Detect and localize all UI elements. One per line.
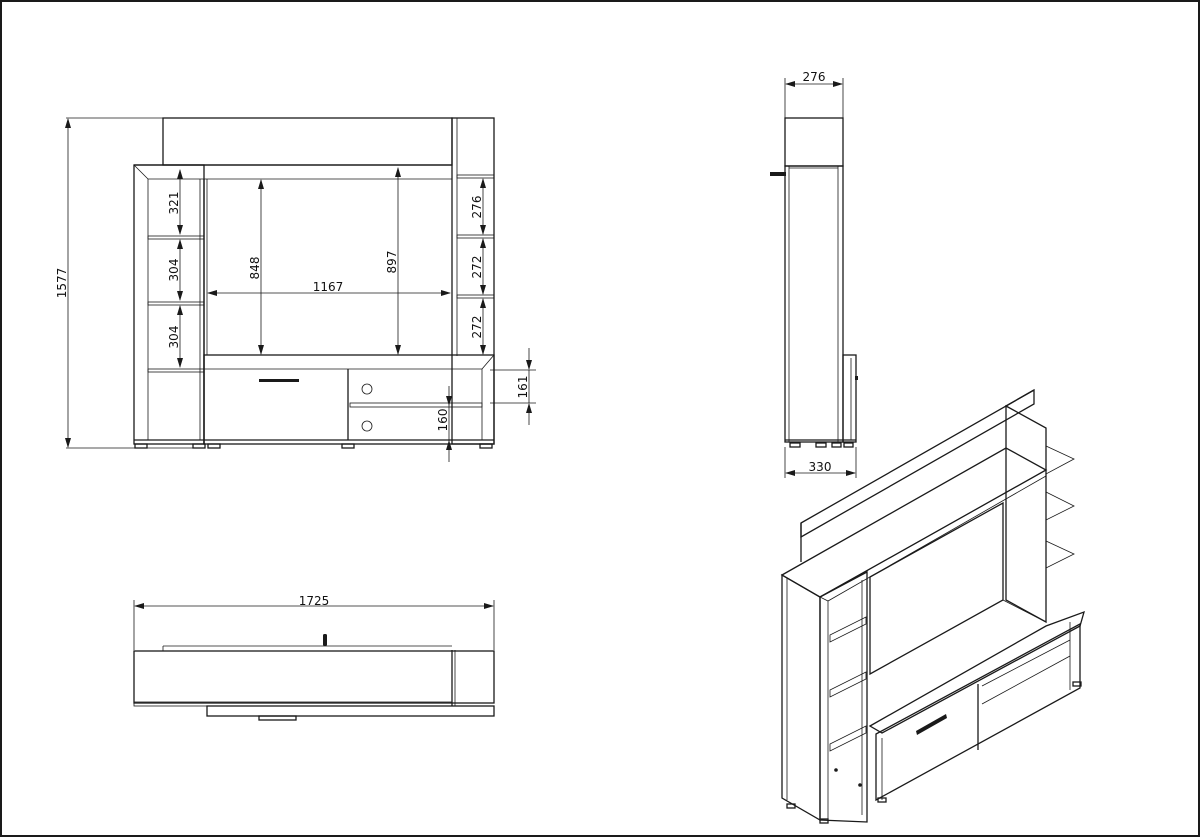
dim-top-depth: 276: [803, 70, 826, 84]
dim-overall-height: 1577: [55, 268, 69, 299]
dim-center-height-right: 897: [385, 251, 399, 274]
dim-drawer-lower: 160: [436, 409, 450, 432]
dim-overall-width: 1725: [299, 594, 330, 608]
dim-base-depth: 330: [809, 460, 832, 474]
dim-left-shelf-3: 304: [167, 326, 181, 349]
top-view: 1725: [133, 594, 495, 721]
dim-right-shelf-1: 276: [470, 196, 484, 219]
side-view: 276 330: [770, 70, 858, 478]
dim-center-width: 1167: [313, 280, 344, 294]
dim-center-height-left: 848: [248, 257, 262, 280]
dim-left-shelf-1: 321: [167, 192, 181, 215]
dim-drawer-upper: 161: [516, 376, 530, 399]
dim-left-shelf-2: 304: [167, 259, 181, 282]
front-view: 1577 321 304 304 848 897 1167 276 272 27…: [55, 117, 536, 462]
dim-right-shelf-2: 272: [470, 256, 484, 279]
dim-right-shelf-3: 272: [470, 316, 484, 339]
isometric-view: [780, 388, 1085, 824]
